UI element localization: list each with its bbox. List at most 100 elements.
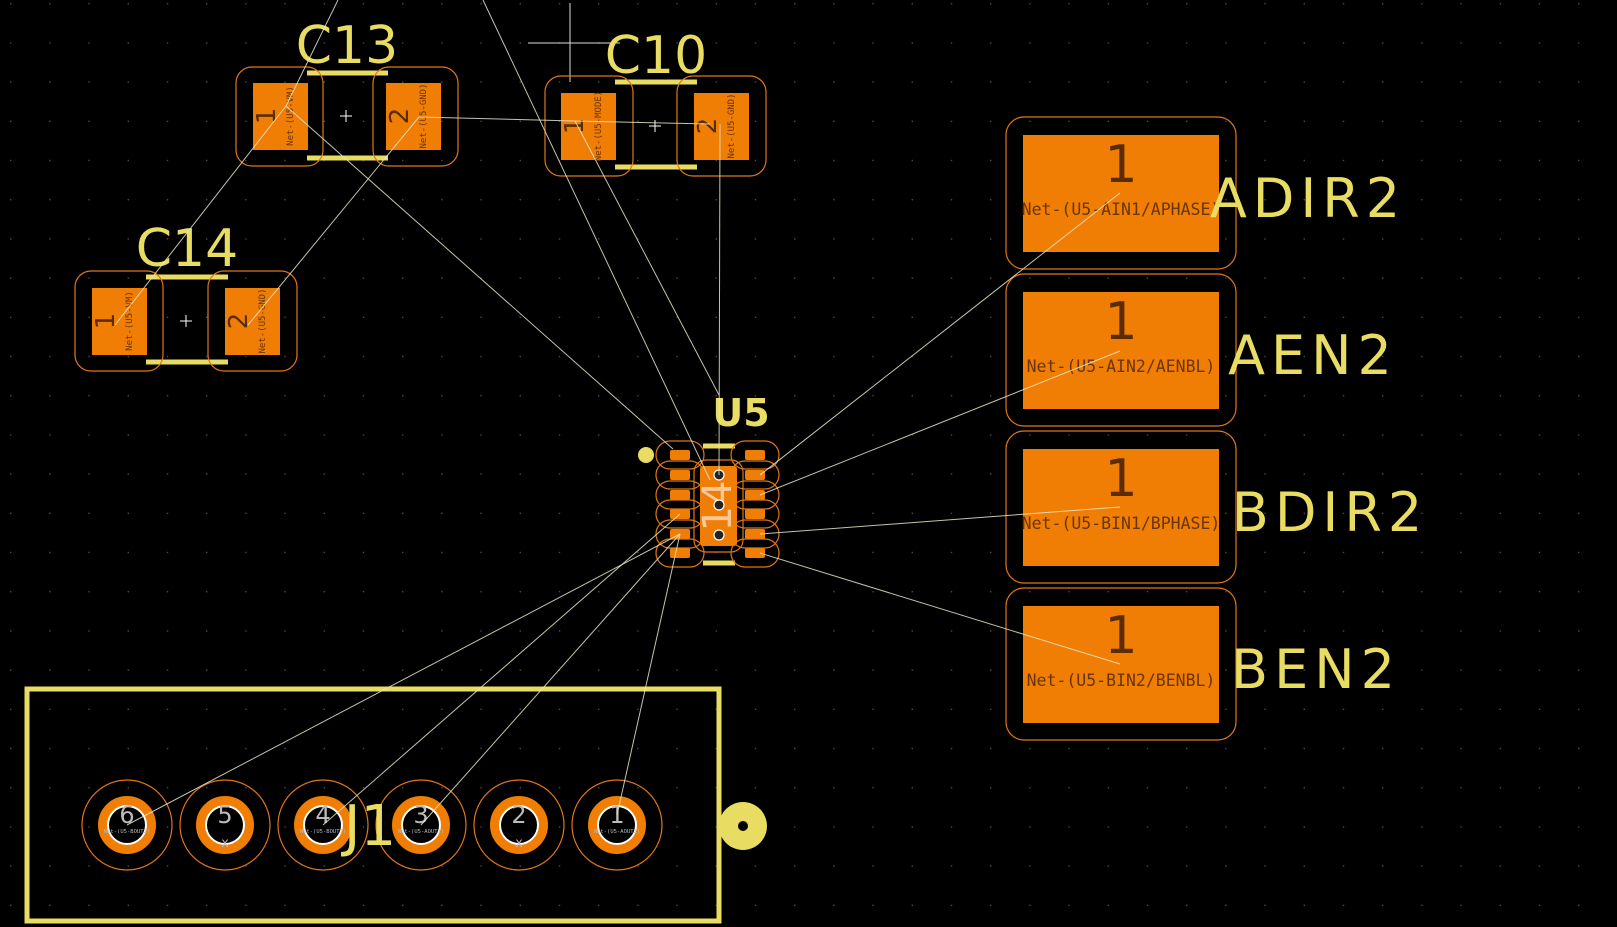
pad-clearance [1005,273,1237,427]
grid-dot [402,81,404,83]
grid-dot [1303,120,1305,122]
grid-dot [833,159,835,162]
grid-dot [1499,708,1501,710]
u5-pin[interactable] [745,490,765,500]
footprint-c13[interactable]: C13 1 Net-(U5-VM) 2 Net-(U5-GND) [235,16,459,167]
grid-dot [1578,630,1580,632]
grid-dot [1107,591,1109,593]
grid-dot [1342,708,1345,710]
grid-dot [1342,277,1345,279]
grid-dot [715,159,717,162]
u5-pin[interactable] [745,548,765,558]
u5-pin[interactable] [745,509,765,519]
grid-dot [598,747,600,750]
u5-pin[interactable] [745,470,765,480]
grid-dot [1578,669,1580,671]
grid-dot [245,434,247,436]
ratsnest-line [574,120,720,396]
pad-c13-2[interactable]: 2 Net-(U5-GND) [385,83,441,150]
u5-pin[interactable] [670,470,690,480]
u5-pin[interactable] [745,450,765,460]
grid-dot [1421,512,1423,514]
u5-pin[interactable] [670,490,690,500]
u5-pin[interactable] [670,548,690,558]
grid-dot [872,787,874,789]
footprint-c14[interactable]: C14 1 Net-(U5-VM) 2 Net-(U5-GND) [74,219,298,372]
grid-dot [1578,120,1580,122]
pad-number: 6 [119,801,134,829]
footprint-j1[interactable]: 6Net-(U5-BOUT2)5x4Net-(U5-BOUT1)3Net-(U5… [24,686,767,924]
grid-dot [911,395,913,397]
grid-dot [323,434,325,436]
testpoint-pad[interactable] [1023,135,1219,252]
grid-dot [676,669,678,671]
grid-dot [323,747,325,750]
grid-dot [519,3,521,5]
footprint-c10[interactable]: C10 1 Net-(U5-MODE) 2 Net-(U5-GND) [544,26,767,177]
grid-dot [950,355,953,358]
testpoint-pad[interactable] [1023,606,1219,723]
grid-dot [990,355,992,358]
grid-dot [284,591,286,593]
pad-c13-1[interactable]: 1 Net-(U5-VM) [252,83,308,150]
thru-hole-pad [490,796,548,854]
pad-j1-2[interactable]: 2x [473,779,565,871]
pin1-marker [638,447,654,463]
testpoint-pad[interactable] [1023,292,1219,409]
grid-dot [1303,630,1305,632]
grid-dot [88,238,90,240]
grid-dot [676,591,678,593]
pad-c10-2[interactable]: 2 Net-(U5-GND) [693,93,749,160]
grid-dot [1186,3,1188,5]
grid-dot [1499,630,1501,632]
grid-dot [558,199,561,201]
grid-dot [480,904,482,906]
grid-dot [754,669,757,671]
grid-dot [1225,434,1227,436]
u5-exposed-pad[interactable]: 14 [695,466,741,546]
grid-dot [88,159,90,162]
pad-c10-1[interactable]: 1 Net-(U5-MODE) [560,91,616,161]
grid-dot [872,199,874,201]
pad-c14-2[interactable]: 2 Net-(U5-GND) [224,288,280,355]
grid-dot [323,904,325,906]
cursor-crosshair-icon [528,3,620,82]
grid-dot [1538,512,1541,514]
grid-dot [245,473,247,475]
u5-pin[interactable] [670,450,690,460]
u5-pin[interactable] [745,529,765,539]
footprint-u5[interactable]: U5 14 [638,391,780,568]
grid-dot [754,120,757,122]
grid-dot [990,512,992,514]
grid-dot [1499,669,1501,671]
grid-dot [1146,434,1149,436]
grid-dot [1342,199,1345,201]
grid-dot [872,81,874,83]
grid-dot [1460,747,1462,750]
grid-dot [1499,238,1501,240]
grid-dot [441,395,443,397]
grid-dot [833,630,835,632]
grid-dot [1421,355,1423,358]
pad-j1-5[interactable]: 5x [179,779,271,871]
grid-dot [1342,120,1345,122]
pad-clearance [375,779,467,871]
grid-dot [480,630,482,632]
grid-dot [49,159,51,162]
grid-dot [1068,120,1070,122]
pad-c14-1[interactable]: 1 Net-(U5-VM) [91,288,147,355]
grid-dot [49,747,51,750]
grid-dot [441,473,443,475]
grid-dot [1460,355,1462,358]
testpoint-pad[interactable] [1023,449,1219,566]
pad-number: 1 [252,108,282,125]
grid-dot [872,669,874,671]
grid-dot [794,355,796,358]
